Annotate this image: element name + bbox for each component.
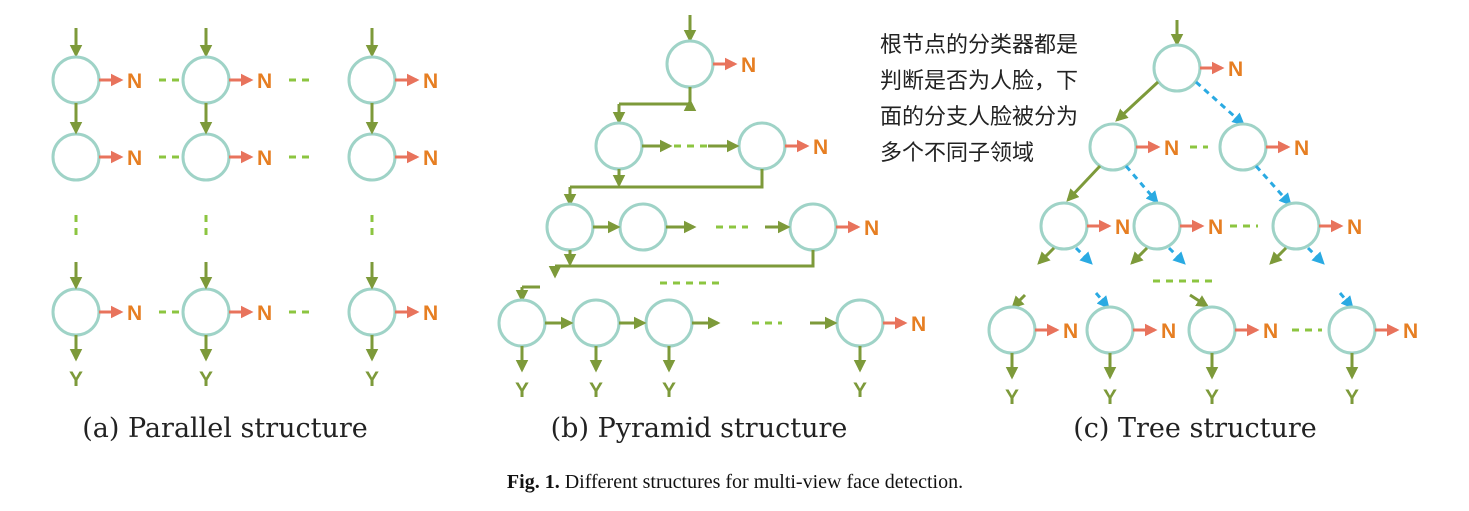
- branch-arrow: [1074, 246, 1093, 265]
- flow-line: [570, 169, 764, 189]
- branch-arrow: [1094, 292, 1110, 309]
- label-yes: Y: [662, 379, 676, 402]
- label-no: N: [1347, 216, 1362, 239]
- panel-pyramid-structure: N N N Y Y Y Y N: [497, 15, 926, 402]
- branch-arrow: [1338, 292, 1354, 309]
- caption-c: (c) Tree structure: [1073, 413, 1316, 444]
- label-no: N: [1161, 320, 1176, 343]
- classifier-node: [665, 39, 715, 89]
- classifier-node: [347, 132, 397, 182]
- label-no: N: [741, 54, 756, 77]
- figure-caption-prefix: Fig. 1.: [507, 471, 560, 493]
- label-no: N: [1294, 137, 1309, 160]
- flow-arrow: [1189, 293, 1210, 308]
- label-no: N: [1403, 320, 1418, 343]
- annotation-line-3: 面的分支人脸被分为: [880, 105, 1078, 130]
- classifier-node: [1271, 201, 1321, 251]
- classifier-node: [347, 55, 397, 105]
- classifier-node: [987, 305, 1037, 355]
- classifier-node: [1152, 43, 1202, 93]
- label-yes: Y: [1005, 386, 1019, 409]
- flow-arrow: [1269, 246, 1288, 265]
- label-no: N: [423, 302, 438, 325]
- classifier-node: [545, 202, 595, 252]
- label-yes: Y: [1103, 386, 1117, 409]
- classifier-node: [51, 287, 101, 337]
- label-no: N: [257, 70, 272, 93]
- classifier-node: [1327, 305, 1377, 355]
- flow-line: [619, 87, 692, 106]
- annotation-line-2: 判断是否为人脸，下: [880, 69, 1078, 94]
- annotation-line-1: 根节点的分类器都是: [880, 33, 1078, 58]
- figure-caption: Fig. 1. Different structures for multi-v…: [507, 471, 963, 493]
- label-no: N: [127, 302, 142, 325]
- flow-arrow: [1115, 80, 1160, 122]
- label-no: N: [1164, 137, 1179, 160]
- label-yes: Y: [69, 368, 83, 391]
- branch-arrow: [1195, 80, 1245, 126]
- classifier-node: [51, 55, 101, 105]
- flow-arrow: [1037, 246, 1056, 265]
- label-no: N: [864, 217, 879, 240]
- classifier-node: [347, 287, 397, 337]
- classifier-node: [181, 55, 231, 105]
- label-no: N: [257, 147, 272, 170]
- annotation-line-4: 多个不同子领域: [880, 141, 1034, 166]
- classifier-node: [737, 121, 787, 171]
- branch-arrow: [1306, 246, 1325, 265]
- label-no: N: [1263, 320, 1278, 343]
- annotation-note: 根节点的分类器都是 判断是否为人脸，下 面的分支人脸被分为 多个不同子领域: [880, 33, 1078, 166]
- label-no: N: [1208, 216, 1223, 239]
- label-no: N: [127, 147, 142, 170]
- branch-arrow: [1254, 164, 1292, 206]
- figure-caption-text: Different structures for multi-view face…: [560, 471, 963, 493]
- classifier-node: [835, 298, 885, 348]
- label-no: N: [423, 147, 438, 170]
- label-no: N: [423, 70, 438, 93]
- label-no: N: [911, 313, 926, 336]
- branch-arrow: [1124, 165, 1159, 204]
- branch-arrow: [1167, 246, 1186, 265]
- classifier-node: [644, 298, 694, 348]
- classifier-node: [497, 298, 547, 348]
- label-yes: Y: [515, 379, 529, 402]
- classifier-node: [594, 121, 644, 171]
- panel-parallel-structure: N N N Y N N N Y N N N Y: [51, 28, 438, 391]
- flow-arrow: [1130, 246, 1149, 265]
- label-no: N: [1228, 58, 1243, 81]
- classifier-node: [1039, 201, 1089, 251]
- label-no: N: [257, 302, 272, 325]
- label-yes: Y: [589, 379, 603, 402]
- label-no: N: [813, 136, 828, 159]
- label-yes: Y: [1205, 386, 1219, 409]
- label-no: N: [1063, 320, 1078, 343]
- classifier-node: [51, 132, 101, 182]
- classifier-node: [788, 202, 838, 252]
- label-no: N: [1115, 216, 1130, 239]
- classifier-node: [618, 202, 668, 252]
- classifier-node: [571, 298, 621, 348]
- label-yes: Y: [199, 368, 213, 391]
- caption-a: (a) Parallel structure: [82, 413, 368, 444]
- classifier-node: [1218, 122, 1268, 172]
- classifier-node: [181, 132, 231, 182]
- classifier-node: [1085, 305, 1135, 355]
- label-yes: Y: [853, 379, 867, 402]
- caption-b: (b) Pyramid structure: [551, 413, 848, 444]
- label-no: N: [127, 70, 142, 93]
- label-yes: Y: [1345, 386, 1359, 409]
- panel-tree-structure: N N N N N N Y N Y N Y N Y N: [987, 20, 1418, 409]
- flow-arrow: [1066, 164, 1102, 202]
- classifier-node: [1088, 122, 1138, 172]
- flow-line: [555, 250, 815, 268]
- classifier-node: [181, 287, 231, 337]
- flow-arrow: [1011, 293, 1027, 309]
- classifier-node: [1187, 305, 1237, 355]
- classifier-node: [1132, 201, 1182, 251]
- label-yes: Y: [365, 368, 379, 391]
